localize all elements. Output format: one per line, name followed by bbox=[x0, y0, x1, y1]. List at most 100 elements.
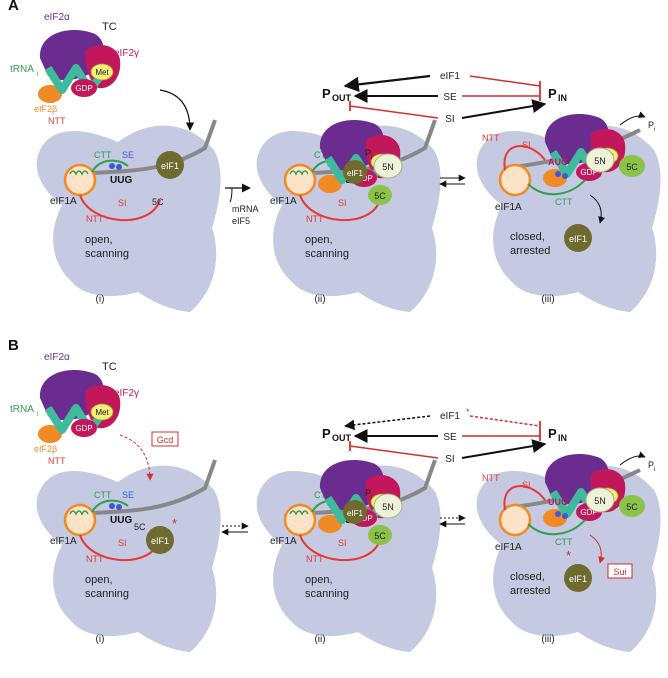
eif2-beta-label: eIF2β bbox=[34, 104, 57, 114]
si-promotes-pin bbox=[461, 439, 547, 459]
pi-release-arrow bbox=[619, 111, 646, 126]
open-label: open, bbox=[85, 234, 113, 246]
state-label-ii: (ii) bbox=[314, 634, 325, 645]
eif1a-label: eIF1A bbox=[50, 196, 77, 207]
eif2-beta-shape bbox=[38, 85, 62, 103]
se-dot-ib bbox=[116, 504, 122, 510]
ctt-tail-iii bbox=[527, 179, 586, 196]
eif1-label: eIF1 bbox=[347, 169, 364, 178]
ntt-label: NTT bbox=[306, 554, 324, 564]
ntt-label: NTT bbox=[306, 214, 324, 224]
scanning-label: scanning bbox=[85, 248, 129, 260]
se-dot-iii bbox=[555, 511, 561, 517]
pin-sub-label: IN bbox=[558, 433, 567, 443]
c5-label: 5C bbox=[152, 197, 164, 207]
eif5-c-domain bbox=[368, 185, 392, 205]
eif2-beta-shape bbox=[543, 169, 567, 187]
c5-label: 5C bbox=[134, 522, 146, 532]
si-label: SI bbox=[338, 538, 347, 548]
panel-letter: A bbox=[8, 0, 19, 14]
ctt-tail-ib bbox=[91, 499, 129, 513]
eif1a-label: eIF1A bbox=[50, 536, 77, 547]
gdp-shape bbox=[71, 79, 97, 97]
ntt-tail-iii bbox=[503, 145, 546, 171]
se-regulator-label: SE bbox=[443, 92, 457, 103]
ctt-label: CTT bbox=[555, 197, 573, 207]
eif1-regulator-label: eIF1 bbox=[440, 411, 460, 422]
pout-label: P bbox=[322, 426, 331, 441]
eif2-gamma-label: eIF2γ bbox=[114, 48, 139, 59]
n5-label: 5N bbox=[594, 496, 606, 506]
arrested-label: arrested bbox=[510, 585, 550, 597]
pi-sub-label: i bbox=[371, 495, 372, 501]
eif1-body bbox=[564, 564, 592, 592]
si-regulator-label: SI bbox=[445, 454, 454, 465]
met-shape bbox=[90, 403, 114, 421]
arrested-label: arrested bbox=[510, 245, 550, 257]
pin-sub-label: IN bbox=[558, 93, 567, 103]
pi-sub-label: i bbox=[654, 127, 655, 133]
eif1a-body-iib bbox=[283, 503, 317, 537]
mutation-star: * bbox=[566, 548, 571, 563]
state-label-ii: (ii) bbox=[314, 294, 325, 305]
open-label: open, bbox=[305, 574, 333, 586]
scanning-label: scanning bbox=[85, 588, 129, 600]
ctt-label: CTT bbox=[555, 537, 573, 547]
se-label: SE bbox=[122, 490, 134, 500]
ctt-tail-ia bbox=[91, 159, 129, 173]
pi-label: P bbox=[365, 488, 371, 498]
met-label: Met bbox=[95, 68, 109, 77]
eif1a-body-iia bbox=[283, 163, 317, 197]
gdp-label: GDP bbox=[75, 84, 92, 93]
si-label: SI bbox=[118, 538, 127, 548]
c5-label: 5C bbox=[374, 531, 386, 541]
pi-sub-label: i bbox=[371, 155, 372, 161]
ctt-label: CTT bbox=[314, 490, 332, 500]
si-label: SI bbox=[522, 480, 531, 490]
c5-label: 5C bbox=[626, 502, 638, 512]
ntt-label: NTT bbox=[86, 554, 104, 564]
uug-label: UUG bbox=[110, 175, 132, 186]
eif1a-body-iii bbox=[498, 503, 532, 537]
closed-label: closed, bbox=[510, 571, 545, 583]
eif2-beta-shape bbox=[543, 509, 567, 527]
gdp-label: GDP bbox=[580, 168, 597, 177]
se-label: SE bbox=[122, 150, 134, 160]
mutation-star: * bbox=[172, 516, 177, 531]
aug-label: AUG bbox=[548, 157, 568, 167]
c5-label: 5C bbox=[374, 191, 386, 201]
ntt-tail-iii bbox=[503, 485, 546, 511]
sui-label: Sui bbox=[613, 567, 626, 577]
eif1-release-arrow bbox=[589, 194, 606, 224]
eif1a-body-iii bbox=[498, 163, 532, 197]
eif2-ntt-label: NTT bbox=[48, 116, 66, 126]
eif1-regulator-label: eIF1 bbox=[440, 71, 460, 82]
eif2-beta-shape bbox=[318, 515, 342, 533]
eif5-n-domain bbox=[373, 493, 403, 519]
eif1-inhibits-pin bbox=[469, 75, 541, 87]
ntt-tail-iib bbox=[299, 534, 381, 561]
pin-label: P bbox=[548, 426, 557, 441]
met-label: Met bbox=[95, 408, 109, 417]
eif1-label: eIF1 bbox=[161, 161, 179, 171]
gdp-shape bbox=[71, 419, 97, 437]
eif5-c-domain bbox=[619, 155, 645, 177]
eif5-n-domain bbox=[373, 153, 403, 179]
eif1-body bbox=[343, 500, 367, 524]
uug-label: UUG bbox=[110, 515, 132, 526]
si-promotes-pin bbox=[461, 99, 547, 119]
se-dot-ib bbox=[109, 503, 115, 509]
ctt-tail-iii bbox=[527, 519, 586, 536]
n5-label: 5N bbox=[594, 156, 606, 166]
eif2-beta-label: eIF2β bbox=[34, 444, 57, 454]
eif1-promotes-pout bbox=[343, 74, 431, 93]
eif1a-helix-iia bbox=[289, 170, 309, 176]
se-dot-iii bbox=[555, 171, 561, 177]
eif1a-body-ib bbox=[63, 503, 97, 537]
pi-label: P bbox=[648, 460, 654, 470]
eif1-body bbox=[156, 151, 184, 179]
sui-box bbox=[607, 563, 633, 579]
